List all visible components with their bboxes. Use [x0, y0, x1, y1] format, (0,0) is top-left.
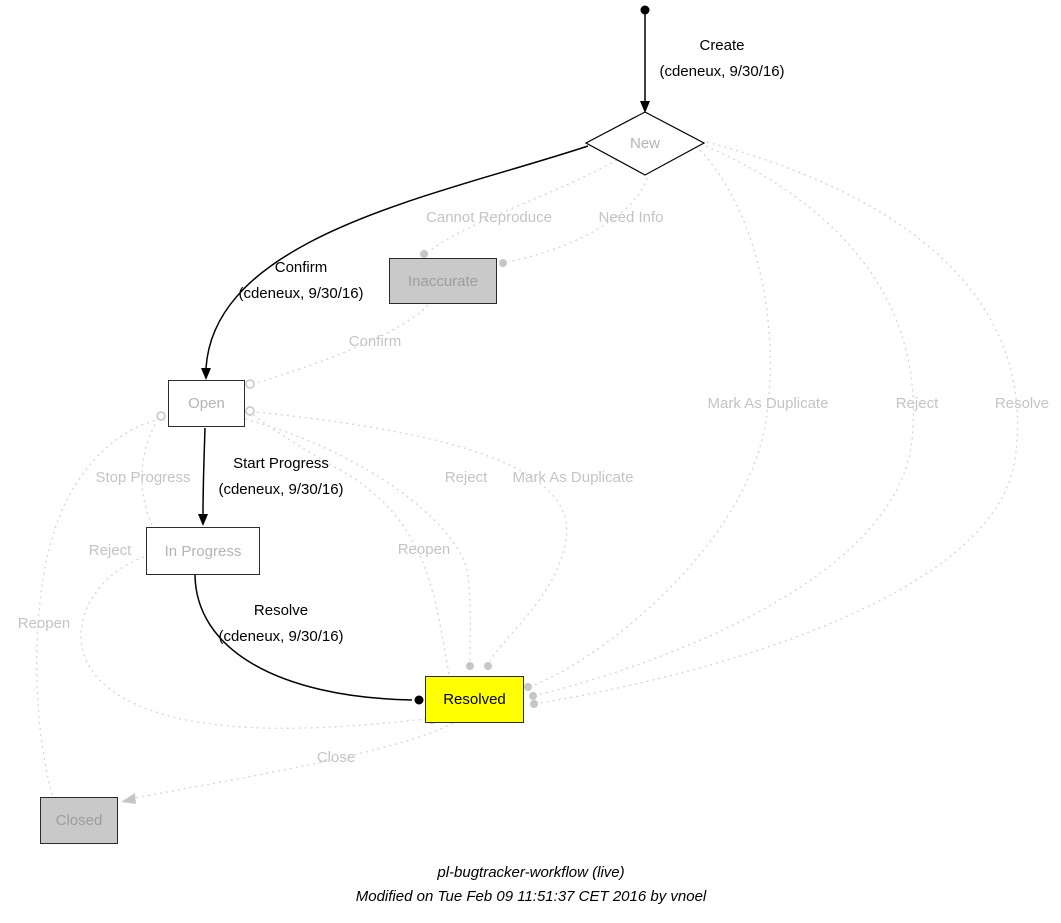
label-need-info: Need Info: [598, 209, 664, 226]
label-cannot-reproduce: Cannot Reproduce: [426, 209, 552, 226]
label-resolve-meta: (cdeneux, 9/30/16): [218, 628, 344, 645]
edge-reopen-from-closed: [36, 418, 161, 796]
label-mark-as-duplicate-right: Mark As Duplicate: [707, 395, 829, 412]
label-create: Create (cdeneux, 9/30/16): [659, 33, 784, 85]
arrowhead-create: [640, 101, 650, 113]
edge-confirm-from-new: [205, 145, 589, 369]
label-create-action: Create: [699, 37, 745, 54]
node-in-progress-label: In Progress: [164, 542, 242, 560]
edge-reject-from-in-progress: [80, 556, 427, 729]
arrowdot-reject-open: [466, 662, 474, 670]
label-reject-mid: Reject: [444, 469, 488, 486]
edge-reopen-from-resolved: [251, 413, 450, 675]
arrowdot-resolve-new: [530, 700, 538, 708]
arrowdot-cannot-reproduce: [420, 250, 428, 258]
label-reject-left: Reject: [88, 542, 132, 559]
label-create-meta: (cdeneux, 9/30/16): [659, 63, 785, 80]
node-new-label: New: [629, 135, 660, 152]
edge-close: [134, 722, 454, 799]
edge-stop-progress: [141, 420, 158, 526]
node-open-label: Open: [188, 395, 225, 412]
arrowcircle-confirm-inaccurate: [245, 379, 255, 389]
arrowdot-reject-new: [529, 692, 537, 700]
footer-modified: Modified on Tue Feb 09 11:51:37 CET 2016…: [355, 888, 707, 905]
label-stop-progress: Stop Progress: [95, 469, 191, 486]
arrowhead-start-progress: [198, 514, 208, 526]
edge-mark-as-duplicate-from-open: [244, 410, 568, 662]
node-resolved-label: Resolved: [443, 691, 506, 708]
label-resolve-right: Resolve: [994, 395, 1050, 412]
label-mark-as-duplicate-mid: Mark As Duplicate: [512, 469, 634, 486]
arrowdot-resolve: [414, 695, 424, 705]
edge-reject-from-new: [536, 145, 914, 696]
edge-resolve-from-in-progress: [194, 574, 413, 701]
label-reopen-mid: Reopen: [397, 541, 451, 558]
arrowcircle-reopen-resolved: [245, 406, 255, 416]
label-confirm-meta: (cdeneux, 9/30/16): [238, 285, 364, 302]
node-new: New: [586, 112, 704, 175]
label-resolve-action: Resolve: [253, 602, 309, 619]
node-in-progress: In Progress: [146, 527, 260, 575]
arrowdot-mark-as-duplicate-new: [524, 683, 532, 691]
edge-confirm-from-inaccurate: [255, 304, 429, 384]
label-confirm-gray: Confirm: [348, 333, 402, 350]
label-confirm-action: Confirm: [274, 259, 328, 276]
node-resolved: Resolved: [425, 676, 524, 723]
label-reject-right: Reject: [895, 395, 939, 412]
label-confirm: Confirm (cdeneux, 9/30/16): [238, 255, 363, 307]
node-inaccurate-label: Inaccurate: [407, 272, 479, 290]
arrowcircle-stop-progress: [156, 411, 166, 421]
label-start-progress-action: Start Progress: [233, 455, 329, 472]
edge-start-progress: [202, 427, 206, 515]
label-start-progress-meta: (cdeneux, 9/30/16): [218, 481, 344, 498]
arrowdot-mark-as-duplicate-open: [484, 662, 492, 670]
label-reopen-left: Reopen: [17, 615, 71, 632]
label-resolve: Resolve (cdeneux, 9/30/16): [218, 598, 343, 650]
node-closed-label: Closed: [55, 812, 103, 829]
edge-reject-from-open: [244, 418, 472, 662]
label-start-progress: Start Progress (cdeneux, 9/30/16): [218, 451, 343, 503]
arrowhead-close: [121, 793, 136, 804]
edge-need-info: [507, 171, 649, 263]
start-dot: [640, 5, 650, 15]
footer-title: pl-bugtracker-workflow (live): [437, 864, 625, 881]
node-open: Open: [168, 380, 245, 427]
node-inaccurate: Inaccurate: [389, 258, 497, 304]
arrowdot-need-info: [499, 259, 507, 267]
arrowhead-confirm: [201, 368, 211, 380]
label-close: Close: [316, 749, 356, 766]
node-new-shape: [584, 111, 706, 176]
node-closed: Closed: [40, 797, 118, 844]
